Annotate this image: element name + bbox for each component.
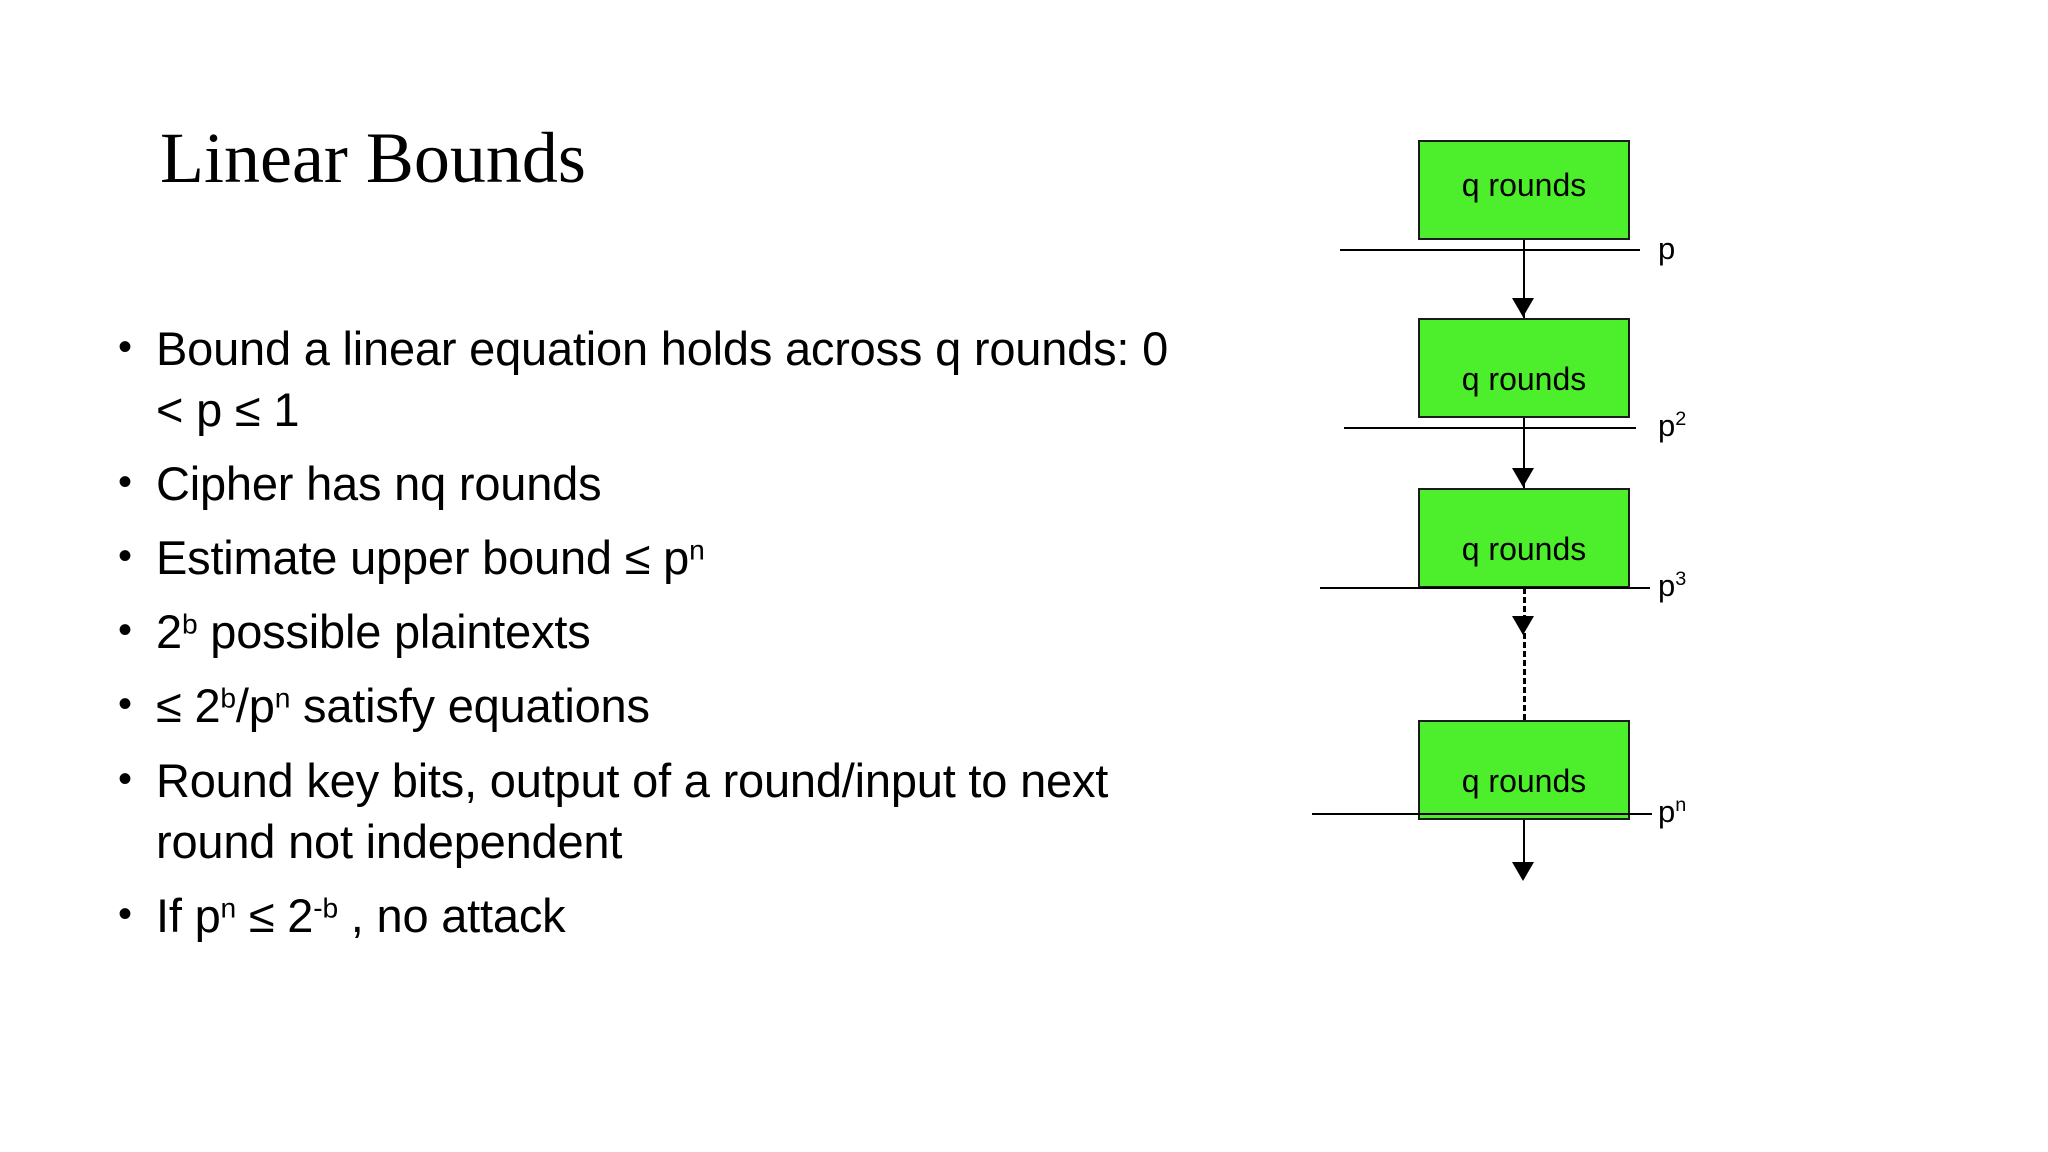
separator-line-4: [1312, 813, 1652, 815]
exponent-minus-b: -b: [313, 891, 338, 924]
bullet-text: Round key bits, output of a round/input …: [156, 750, 1408, 872]
probability-label-p3: p3: [1658, 568, 1687, 603]
probability-exponent: n: [1675, 794, 1687, 817]
bullet-item-bound-linear-equation: • Bound a linear equation holds across q…: [118, 318, 1408, 440]
bullet-item-cipher-nq-rounds: • Cipher has nq rounds: [118, 453, 1408, 514]
exponent-n: n: [274, 681, 291, 714]
probability-label-p: p: [1658, 233, 1675, 264]
bullet-line-1: Round key bits, output of a round/input …: [156, 753, 1109, 807]
bullet-item-round-key-bits: • Round key bits, output of a round/inpu…: [118, 750, 1408, 872]
bullet-item-estimate-upper-bound: • Estimate upper bound ≤ pn: [118, 527, 1408, 588]
exponent-n: n: [220, 891, 237, 924]
bullet-text-mid: p: [650, 531, 690, 585]
exponent-n: n: [689, 533, 705, 566]
probability-label-p2: p2: [1658, 408, 1687, 443]
arrowhead-icon-1: [1512, 298, 1534, 317]
base-two: 2: [181, 679, 221, 733]
bullet-marker-icon: •: [118, 682, 132, 727]
bullet-text-prefix: Estimate upper bound: [156, 531, 625, 585]
inequality-suffix: 1: [260, 383, 300, 437]
probability-exponent: 2: [1675, 408, 1687, 431]
bullet-text-suffix: satisfy equations: [290, 679, 650, 733]
connector-arrow-2: [1523, 418, 1525, 488]
bullet-text-suffix: possible plaintexts: [197, 605, 591, 659]
round-box-4: q rounds: [1418, 720, 1630, 820]
round-box-label: q rounds: [1461, 763, 1587, 799]
bullet-text-suffix: , no attack: [337, 888, 566, 942]
bullet-marker-icon: •: [118, 891, 132, 936]
probability-base: p: [1658, 231, 1676, 266]
bullet-marker-icon: •: [118, 608, 132, 653]
bullet-item-no-attack: • If pn ≤ 2-b , no attack: [118, 885, 1408, 946]
separator-line-3: [1320, 587, 1650, 589]
bullet-line-2: < p ≤ 1: [156, 379, 1408, 440]
probability-base: p: [1658, 568, 1676, 603]
bullet-text: ≤ 2b/pn satisfy equations: [156, 675, 1408, 736]
probability-label-pn: pn: [1658, 794, 1687, 829]
bullet-item-satisfy-equations: • ≤ 2b/pn satisfy equations: [118, 675, 1408, 736]
probability-base: p: [1658, 408, 1676, 443]
bullet-line-2: round not independent: [156, 814, 623, 868]
round-box-label: q rounds: [1461, 531, 1587, 567]
bullet-text: Bound a linear equation holds across q r…: [156, 318, 1408, 440]
less-or-equal-symbol: ≤ 2: [236, 888, 314, 942]
bullet-text-prefix: If p: [156, 888, 221, 942]
connector-arrow-1: [1523, 240, 1525, 318]
bullet-text: Cipher has nq rounds: [156, 457, 602, 511]
bullet-marker-icon: •: [118, 756, 132, 801]
arrowhead-icon-4: [1512, 862, 1534, 881]
less-or-equal-symbol: ≤: [624, 531, 651, 585]
round-box-label: q rounds: [1461, 167, 1587, 203]
page-title: Linear Bounds: [160, 118, 586, 198]
cipher-rounds-diagram: q rounds p q rounds p2 q rounds p3 q rou…: [1312, 120, 1950, 1110]
round-box-label: q rounds: [1461, 361, 1587, 397]
round-box-1: q rounds: [1418, 140, 1630, 240]
bullet-text: 2b possible plaintexts: [156, 601, 1408, 662]
bullet-list: • Bound a linear equation holds across q…: [118, 318, 1408, 959]
round-box-3: q rounds: [1418, 488, 1630, 588]
bullet-text: If pn ≤ 2-b , no attack: [156, 885, 1408, 946]
separator-line-2: [1344, 427, 1636, 429]
less-or-equal-symbol: ≤: [234, 383, 261, 437]
connector-arrow-4: [1523, 820, 1525, 878]
inequality-prefix: < p: [156, 383, 235, 437]
connector-arrow-3-dashed: [1523, 588, 1526, 720]
round-box-2: q rounds: [1418, 318, 1630, 418]
bullet-text: Estimate upper bound ≤ pn: [156, 527, 1408, 588]
bullet-line-1: Bound a linear equation holds across q r…: [156, 322, 1169, 375]
bullet-marker-icon: •: [118, 325, 132, 369]
arrowhead-icon-3: [1512, 616, 1534, 635]
arrowhead-icon-2: [1512, 468, 1534, 487]
bullet-item-possible-plaintexts: • 2b possible plaintexts: [118, 601, 1408, 662]
probability-base: p: [1658, 794, 1676, 829]
bullet-marker-icon: •: [118, 460, 132, 505]
exponent-b: b: [181, 607, 198, 640]
bullet-marker-icon: •: [118, 534, 132, 579]
exponent-b: b: [220, 681, 236, 714]
separator-line-1: [1340, 249, 1640, 251]
probability-exponent: 3: [1675, 568, 1687, 591]
less-or-equal-symbol: ≤: [156, 679, 182, 733]
divide-by-p: /p: [235, 679, 275, 733]
base-two: 2: [156, 605, 182, 659]
